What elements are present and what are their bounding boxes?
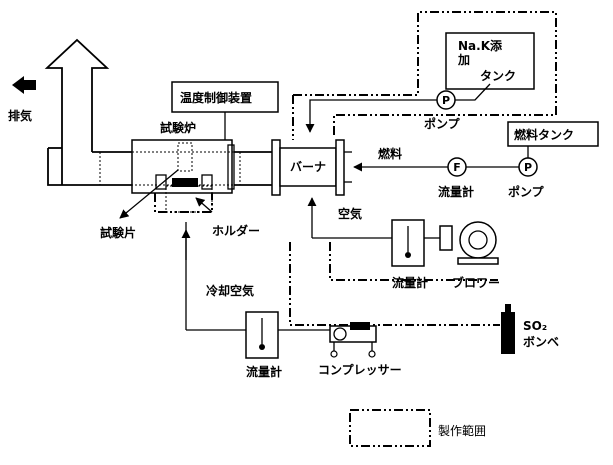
flowmeter-cool-label: 流量計 — [246, 364, 282, 379]
so2-label-1: SO₂ — [523, 319, 547, 333]
flowmeter-fuel-label: 流量計 — [438, 184, 474, 199]
nak-tank-label-1: Na.K添 — [458, 38, 503, 53]
test-furnace — [99, 139, 241, 194]
legend-swatch — [349, 409, 431, 447]
fuel-tank-label: 燃料タンク — [514, 127, 574, 142]
nak-feed-line — [305, 99, 437, 133]
flowmeter-air-label: 流量計 — [392, 275, 428, 290]
burner — [271, 139, 352, 196]
nak-tank-label-3: タンク — [480, 69, 516, 83]
fuel-label: 燃料 — [378, 146, 402, 161]
legend: 製作範囲 — [349, 409, 486, 447]
so2-cylinder-icon — [501, 304, 515, 354]
temp-control-label: 温度制御装置 — [180, 90, 252, 105]
flowmeter-cool — [245, 311, 279, 359]
temp-control-box — [171, 81, 279, 113]
cooling-air-label: 冷却空気 — [206, 283, 254, 298]
svg-text:P: P — [524, 161, 532, 174]
svg-text:P: P — [442, 94, 450, 107]
so2-label-2: ボンベ — [523, 334, 559, 349]
nak-tank — [445, 32, 535, 90]
air-label: 空気 — [338, 206, 362, 221]
holder-pointer — [195, 197, 213, 213]
production-scope-boundary — [154, 11, 557, 326]
exhaust-duct — [62, 151, 132, 186]
compressor-icon — [329, 322, 377, 358]
holder-label: ホルダー — [212, 223, 260, 238]
fuel-tank — [507, 121, 599, 147]
test-piece-label: 試験片 — [100, 225, 136, 240]
flowmeter-air — [391, 219, 425, 267]
holder — [155, 174, 213, 213]
exhaust-label: 排気 — [8, 108, 32, 123]
pump-p-fuel-icon: P — [518, 157, 538, 177]
exhaust-stack — [44, 38, 110, 186]
flowmeter-f-icon: F — [447, 157, 467, 177]
compressor-label: コンプレッサー — [318, 362, 402, 377]
burner-label: バーナ — [290, 160, 326, 174]
furnace-label: 試験炉 — [160, 120, 196, 135]
pump-p-top-icon: P — [436, 90, 456, 110]
legend-label: 製作範囲 — [438, 423, 486, 438]
svg-text:F: F — [453, 161, 461, 174]
pump-fuel-label: ポンプ — [508, 184, 545, 199]
blower-label: ブロワー — [452, 275, 500, 290]
pump-top-label: ポンプ — [424, 116, 461, 131]
test-piece-pointer — [119, 169, 179, 219]
test-piece-area — [177, 142, 193, 172]
nak-tank-label-2: 加 — [457, 52, 470, 67]
blower-icon — [424, 221, 499, 265]
exhaust-arrow-icon — [12, 76, 36, 94]
